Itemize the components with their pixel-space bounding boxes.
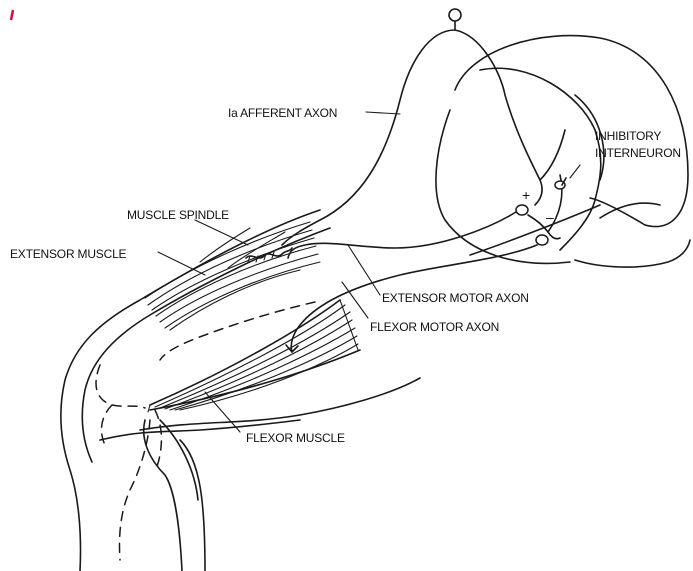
label-inhibitory: INHIBITORY [595, 129, 661, 143]
spinal-cord-right-edge [590, 198, 645, 225]
elbow-curve [144, 420, 182, 571]
label-flexor-muscle: FLEXOR MUSCLE [246, 431, 345, 445]
upper-arm [61, 205, 600, 571]
arm-lower-edge [470, 205, 600, 255]
label-flexor-motor-axon: FLEXOR MOTOR AXON [370, 320, 499, 334]
spinal-cord-lower [436, 110, 570, 263]
grey-matter [480, 68, 601, 250]
flexor-motor-neuron [536, 235, 548, 245]
dorsal-root-ganglion [449, 9, 461, 30]
inhibitory-sign: – [546, 209, 554, 225]
label-extensor-motor-axon: EXTENSOR MOTOR AXON [382, 291, 529, 305]
labels: Ia AFFERENT AXON MUSCLE SPINDLE EXTENSOR… [10, 106, 681, 445]
extensor-motor-neuron [516, 205, 528, 215]
excitatory-sign: + [522, 187, 530, 203]
label-muscle-spindle: MUSCLE SPINDLE [127, 208, 229, 222]
label-interneuron: INTERNEURON [595, 146, 681, 160]
body-contour-right-2 [575, 240, 690, 267]
flexor-muscle-fibers [148, 300, 360, 412]
arm-outer-top [61, 210, 320, 571]
red-mark [11, 10, 13, 20]
label-extensor-muscle: EXTENSOR MUSCLE [10, 247, 127, 261]
label-ia-afferent-axon: Ia AFFERENT AXON [228, 106, 337, 120]
forearm-outer [180, 440, 205, 571]
